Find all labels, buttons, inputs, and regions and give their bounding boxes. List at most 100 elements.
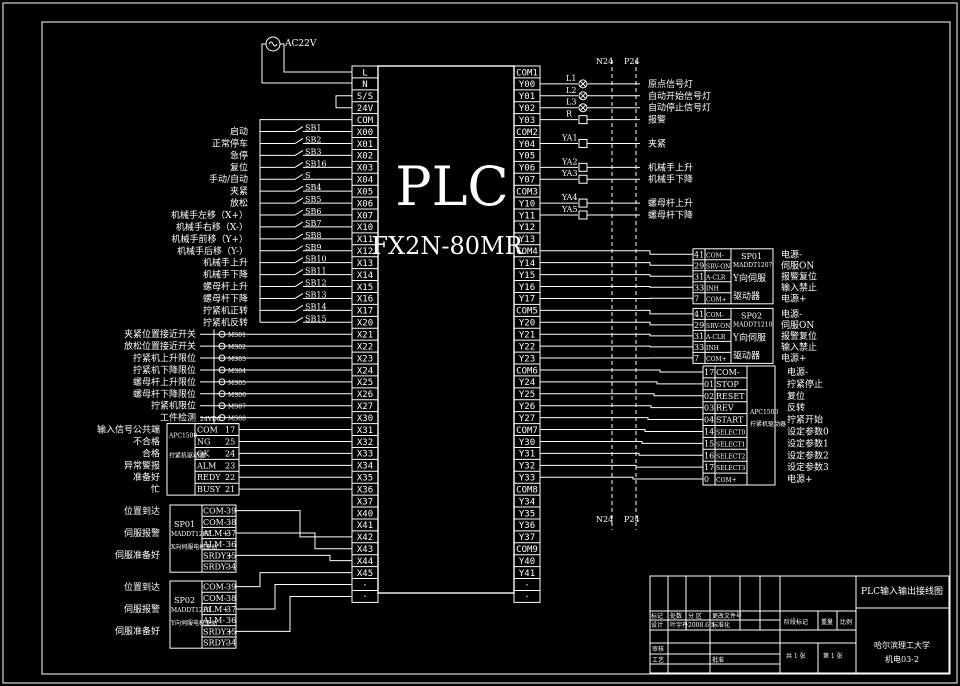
sensor-tag: MS06 [228,392,246,399]
sensor-tag: MS03 [228,356,246,363]
plc-output-pin: Y13 [519,235,535,245]
proximity-sensor-icon [218,366,226,374]
servo-in-num: 36 [226,540,236,549]
apc-in-num: 17 [225,426,235,435]
switch-contact [294,149,304,156]
lamp-icon-x [579,104,587,112]
plc-input-pin: X14 [357,271,373,281]
servo-in-wire [236,532,352,550]
plc-output-pin: COM3 [516,187,538,197]
plc-output-pin: Y37 [519,533,535,543]
servo-in-label: 位置到达 [124,505,160,517]
apc-out-pin: COM- [716,368,740,377]
plc-input-pin: X16 [357,295,373,305]
switch-label: 放松 [230,197,248,209]
switch-label: 正常停车 [212,137,248,149]
servo-out-name: SP01 [741,252,762,261]
apc-in-label: 忙 [151,483,160,495]
sheet-number: 第 1 张 [823,652,843,660]
plc-output-pin: Y33 [519,474,535,484]
apc-out-pin: SELECT0 [716,429,745,436]
switch-label: 手动/自动 [209,173,248,185]
apc-in-num: 21 [225,485,235,494]
lamp-icon-x [579,92,587,100]
sensor-label: 拧紧机上升限位 [133,352,196,364]
plc-output-pin: Y31 [519,450,535,460]
supply-wire-n [261,43,352,84]
servo-out-label: 报警复位 [781,330,817,342]
plc-output-pin: Y11 [519,211,535,221]
switch-tag: SB13 [305,290,327,299]
com-bus [259,119,352,323]
class-name: 机电03-2 [885,654,919,664]
sensor-tag: MS01 [228,332,246,339]
plc-output-pin: COM1 [516,68,538,78]
p24-label-bottom: P24 [624,515,640,524]
servo-out-label: 输入禁止 [781,281,817,293]
plc-input-pin: X01 [357,140,373,150]
apc-in-num: 23 [225,461,235,470]
switch-label: 机械手左移（X+） [171,209,248,221]
alarm-icon [578,115,588,125]
plc-output-terminals: COM1Y00Y01Y02Y03COM2Y04Y05Y06Y07COM3Y10Y… [513,65,541,603]
switch-contact [294,281,304,287]
apc-out-label: 设定参数3 [787,461,829,473]
plc-output-pin: COM8 [516,485,538,495]
plc-output-pin: Y22 [519,342,535,352]
plc-output-pin: Y01 [519,92,535,102]
servo-out-wire [540,250,693,255]
plc-output-pin: COM6 [516,366,538,376]
apc-in-num: 25 [225,437,235,446]
switch-contact [294,316,304,323]
switch-tag: SB6 [305,207,321,216]
plc-input-pin: X27 [357,402,373,412]
doc-label: 更改文件号 [712,612,742,620]
servo-in-label: 伺服准备好 [115,625,160,637]
switch-label: 启动 [230,126,248,138]
apc-out-num: 14 [704,427,714,436]
apc-in-num: 24 [225,449,235,458]
plc-output-pin: Y41 [519,569,535,579]
drawing-title: PLC输入输出接线图 [861,585,943,597]
servo-out-label: 电源+ [781,352,807,364]
n24-label-top: N24 [596,57,613,66]
switch-tag: SB4 [305,183,321,192]
plc-input-pin: X03 [357,164,373,174]
servo-in-num: 34 [226,639,236,648]
apc-out-name: APC1500 [749,409,778,416]
switch-contact [294,269,304,276]
lamp-icon-x [579,80,587,88]
servo-in-num: 35 [226,551,236,560]
plc-output-pin: Y15 [519,271,535,281]
servo-out-label: 电源+ [781,292,807,304]
servo-out-wire [540,286,693,288]
plc-output-pin: Y02 [519,104,535,114]
servo-in-pin: COM- [203,583,227,592]
switch-contact [294,173,304,180]
plc-input-pin: X33 [357,450,373,460]
plc-output-pin: Y25 [519,390,535,400]
servo-out-label: 伺服ON [781,259,814,271]
switch-tag: SB10 [305,255,327,264]
sensor-label: 螺母杆下降限位 [133,388,196,400]
switch-tag: SB12 [305,279,327,288]
servo-in-pin: ALM+ [202,605,229,614]
servo-in-name: SP02 [174,596,195,605]
plc-input-pin: X25 [357,378,373,388]
apc-out-label: 电源+ [787,473,813,485]
valve-label: 机械手上升 [648,161,693,173]
ss-24v-link [335,95,352,109]
servo-out-model: MADDT1210 [733,321,773,328]
title-block-frame [649,575,950,674]
apc-out-pin: SELECT3 [716,465,745,472]
plc-input-pin: X21 [357,331,373,341]
switch-contact [294,293,304,299]
sensor-tag: MS02 [228,344,246,351]
apc-out-num: 03 [704,404,714,413]
apc-out-pin: COM+ [716,477,737,484]
apc-out-label: 反转 [787,402,805,414]
plc-input-pin: X34 [357,462,373,472]
servo-in-pin: SRDY- [203,639,228,648]
